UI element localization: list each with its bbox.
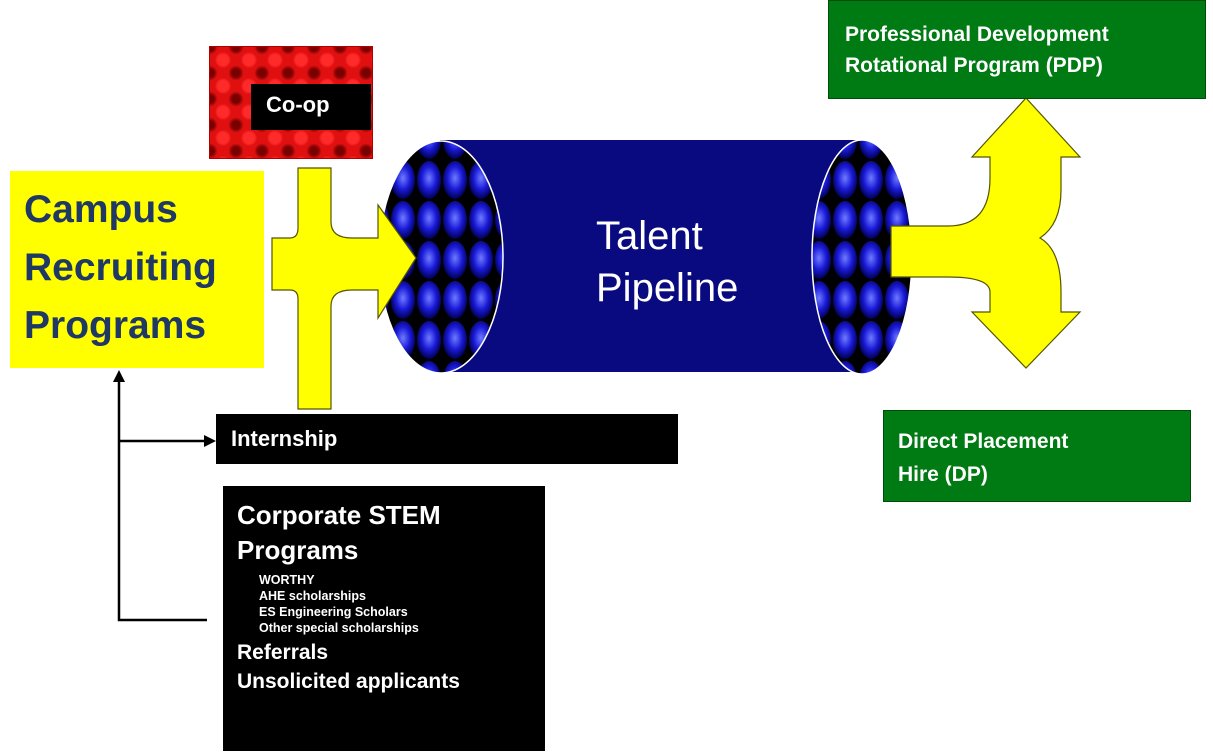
- talent-pipeline-label: Talent Pipeline: [560, 210, 780, 314]
- campus-line-3: Programs: [24, 304, 207, 347]
- stem-sublist: WORTHY AHE scholarships ES Engineering S…: [237, 568, 545, 638]
- unsolicited-label: Unsolicited applicants: [237, 670, 460, 693]
- pdp-line-1: Professional Development: [845, 23, 1109, 46]
- dp-line-2: Hire (DP): [898, 463, 988, 486]
- pdp-line-2: Rotational Program (PDP): [845, 54, 1103, 77]
- pipeline-line-2: Pipeline: [596, 266, 739, 310]
- campus-line-2: Recruiting: [24, 246, 217, 289]
- input-merge-arrow: [271, 167, 417, 410]
- campus-line-1: Campus: [24, 188, 178, 231]
- dp-line-1: Direct Placement: [898, 430, 1069, 453]
- internship-box: Internship: [216, 414, 678, 464]
- feedback-arrowhead-right: [204, 435, 216, 447]
- campus-recruiting-box: Campus Recruiting Programs: [10, 171, 264, 368]
- coop-label: Co-op: [251, 84, 371, 130]
- stem-item-other: Other special scholarships: [259, 621, 419, 635]
- stem-item-es: ES Engineering Scholars: [259, 605, 408, 619]
- output-split-arrow: [890, 97, 1082, 369]
- stem-title-line-1: Corporate STEM: [237, 500, 441, 530]
- pipe-body: [440, 140, 864, 372]
- pdp-box: Professional Development Rotational Prog…: [828, 0, 1206, 99]
- feedback-arrowhead-up: [113, 370, 125, 382]
- feedback-line-to-campus: [117, 380, 207, 622]
- stem-item-ahe: AHE scholarships: [259, 589, 366, 603]
- stem-item-worthy: WORTHY: [259, 573, 315, 587]
- stem-title-line-2: Programs: [237, 535, 359, 565]
- stem-programs-box: Corporate STEM Programs WORTHY AHE schol…: [223, 486, 545, 751]
- referrals-label: Referrals: [237, 641, 329, 664]
- dp-box: Direct Placement Hire (DP): [883, 410, 1191, 502]
- pipeline-line-1: Talent: [596, 214, 703, 258]
